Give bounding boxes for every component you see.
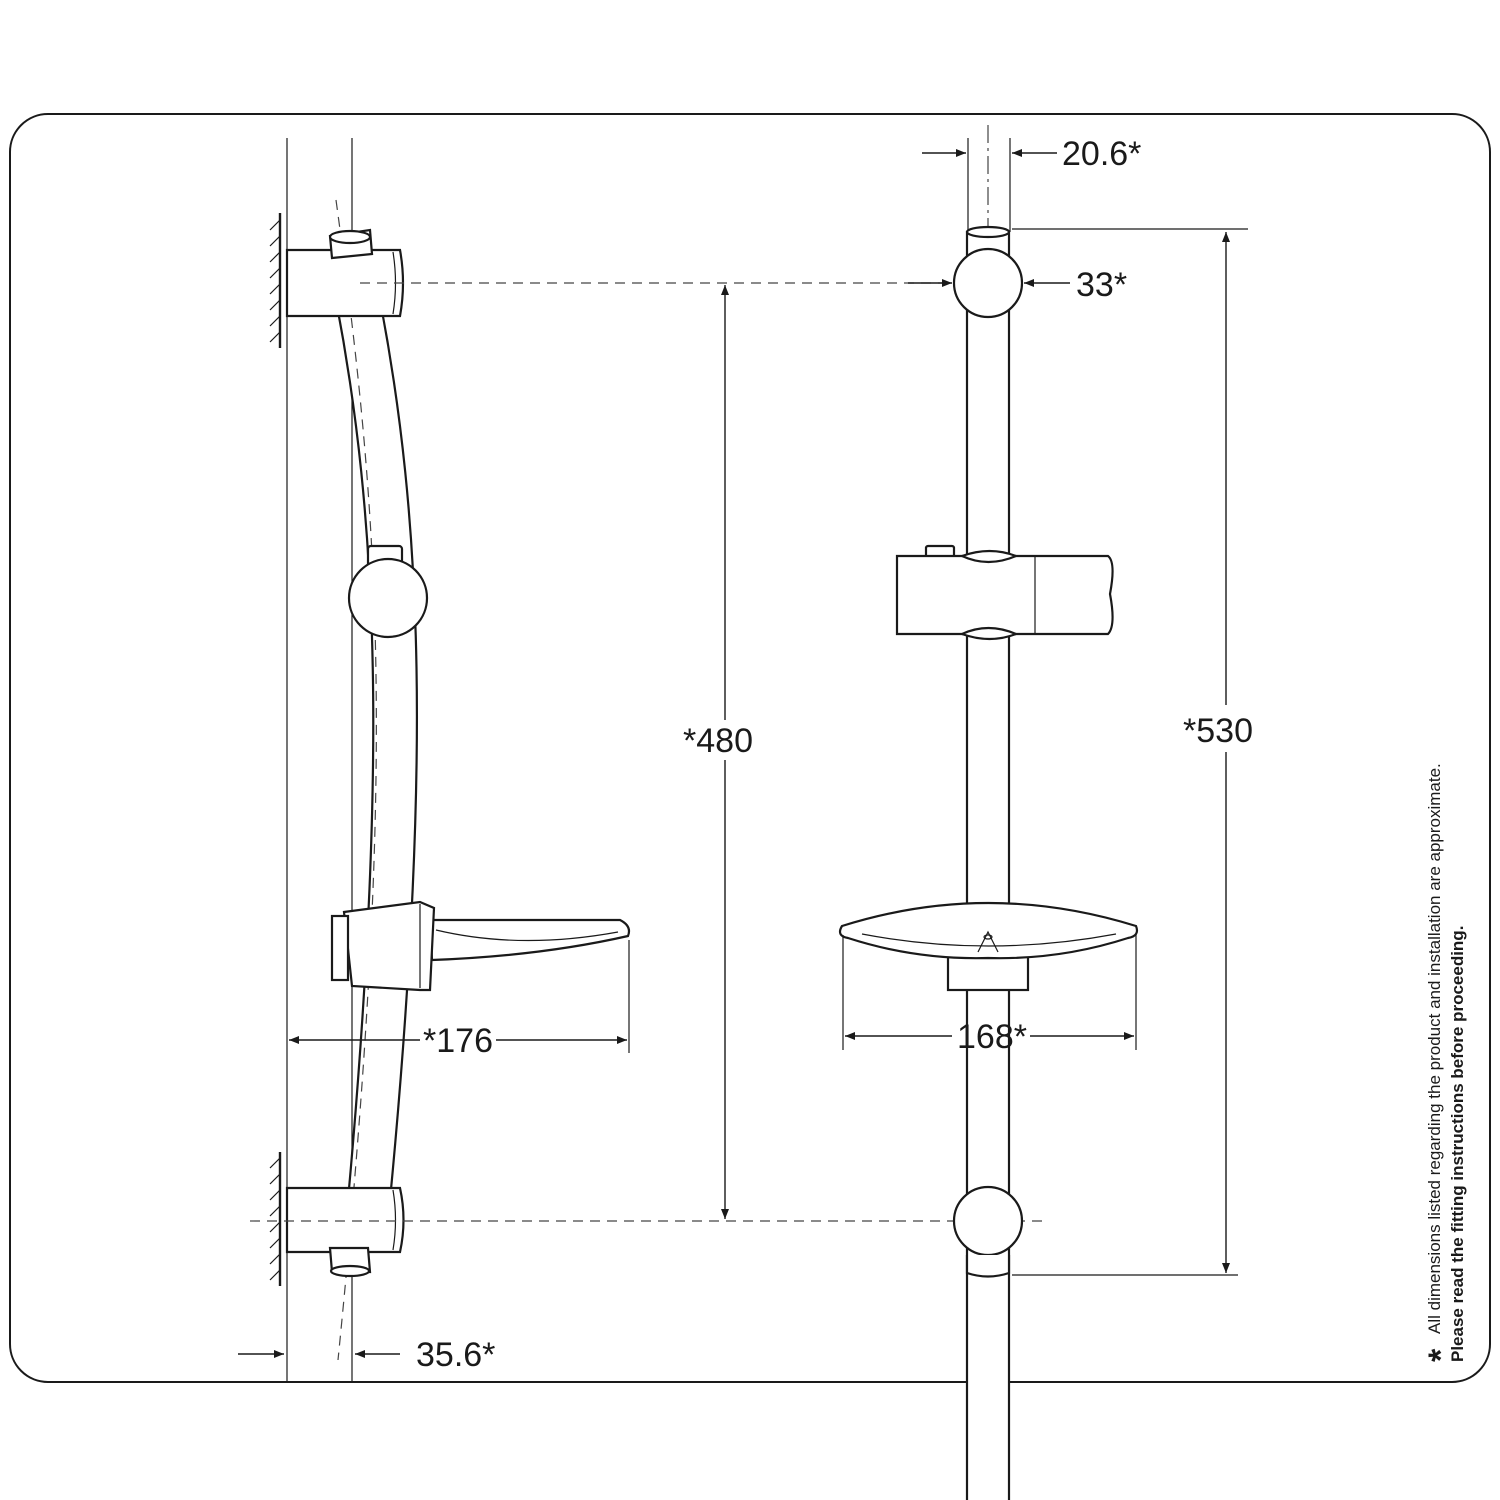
note-asterisk: * bbox=[1422, 1348, 1460, 1362]
dim-480-label: *480 bbox=[683, 722, 753, 760]
note-line-1: All dimensions listed regarding the prod… bbox=[1425, 763, 1444, 1334]
dim-20-6-label: 20.6* bbox=[1062, 135, 1141, 173]
dim-480: *480 bbox=[683, 285, 753, 1219]
soap-dish-side bbox=[330, 900, 631, 992]
top-bracket-front bbox=[952, 247, 1024, 319]
dim-530-label: *530 bbox=[1183, 712, 1253, 750]
dim-35-6-label: 35.6* bbox=[416, 1336, 495, 1374]
disclaimer-note: * All dimensions listed regarding the pr… bbox=[1422, 763, 1467, 1362]
dim-530: *530 bbox=[1012, 228, 1253, 1276]
note-line-2: Please read the fitting instructions bef… bbox=[1448, 926, 1467, 1362]
dim-176-label: *176 bbox=[423, 1022, 493, 1060]
slider-side bbox=[347, 544, 429, 639]
bar-bottom-end bbox=[965, 1255, 1011, 1278]
dim-33-label: 33* bbox=[1076, 266, 1127, 304]
bottom-bracket-front bbox=[952, 1185, 1024, 1257]
wall-hatch-bottom bbox=[269, 1152, 282, 1286]
riser-bar bbox=[965, 230, 1011, 1500]
soap-dish-front bbox=[838, 901, 1139, 992]
bar-top-cap bbox=[965, 225, 1011, 239]
soap-dish bbox=[838, 901, 1139, 960]
bottom-wall-bracket bbox=[285, 1186, 405, 1278]
front-view: 20.6* 33* 168* bbox=[838, 125, 1141, 1500]
side-view: *176 35.6* bbox=[238, 138, 631, 1382]
top-wall-bracket bbox=[285, 228, 405, 318]
bar-centre-line bbox=[335, 199, 377, 1361]
slider-front bbox=[895, 544, 1114, 641]
wall-hatch-top bbox=[269, 213, 282, 348]
dim-168-label: 168* bbox=[957, 1018, 1027, 1056]
drawing-frame bbox=[9, 113, 1491, 1383]
